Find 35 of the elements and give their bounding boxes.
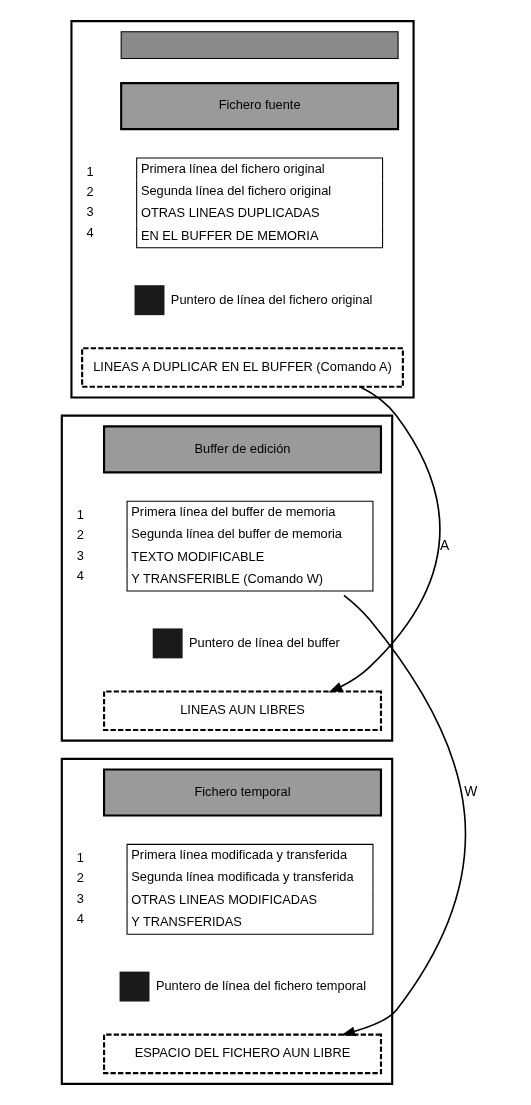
node-box: LINEAS AUN LIBRES — [103, 690, 383, 732]
arrow — [341, 594, 467, 1037]
node-label: Puntero de línea del buffer — [189, 634, 340, 650]
cluster — [60, 414, 394, 742]
edge-label: A — [439, 536, 450, 553]
node-label: 4 — [76, 567, 84, 583]
node-box — [119, 971, 150, 1002]
node-label: 2 — [86, 184, 94, 200]
node-label: Puntero de línea del fichero original — [170, 291, 373, 307]
node-box: Fichero fuente — [120, 82, 400, 131]
node-label: 3 — [86, 204, 94, 220]
node-label: 1 — [76, 506, 84, 522]
node-label: 1 — [76, 850, 84, 866]
node-box: Fichero temporal — [103, 768, 383, 817]
arrow — [328, 386, 441, 693]
node-label: 2 — [76, 870, 84, 886]
node-label: 2 — [76, 527, 84, 543]
node-label: 1 — [86, 163, 94, 179]
node-label: 3 — [76, 890, 84, 906]
cluster — [60, 757, 394, 1085]
node-bar — [120, 31, 399, 60]
node-box: LINEAS A DUPLICAR EN EL BUFFER (Comando A) — [81, 347, 404, 388]
node-box — [152, 628, 183, 659]
node-text: Primera línea del buffer de memoria Segunda línea del buffer de memoria TEXTO MODIFICABLE Y TRANSFERIBLE (Comando W) — [131, 503, 342, 587]
node-label: 4 — [76, 911, 84, 927]
edge-label: W — [464, 783, 478, 800]
node-box — [134, 285, 165, 316]
node-label: 4 — [86, 224, 94, 240]
node-box: ESPACIO DEL FICHERO AUN LIBRE — [103, 1033, 383, 1075]
node-box: Buffer de edición — [103, 425, 383, 474]
node-text: Primera línea modificada y transferida Segunda línea modificada y transferida OTRAS LINEAS MODIFICADAS Y TRANSFERIDAS — [131, 846, 354, 930]
node-label: 3 — [76, 547, 84, 563]
cluster — [70, 20, 415, 399]
node-text: Primera línea del fichero original Segunda línea del fichero original OTRAS LINEAS DUPLICADAS EN EL BUFFER DE MEMORIA — [140, 160, 332, 243]
node-label: Puntero de línea del fichero temporal — [155, 977, 367, 993]
